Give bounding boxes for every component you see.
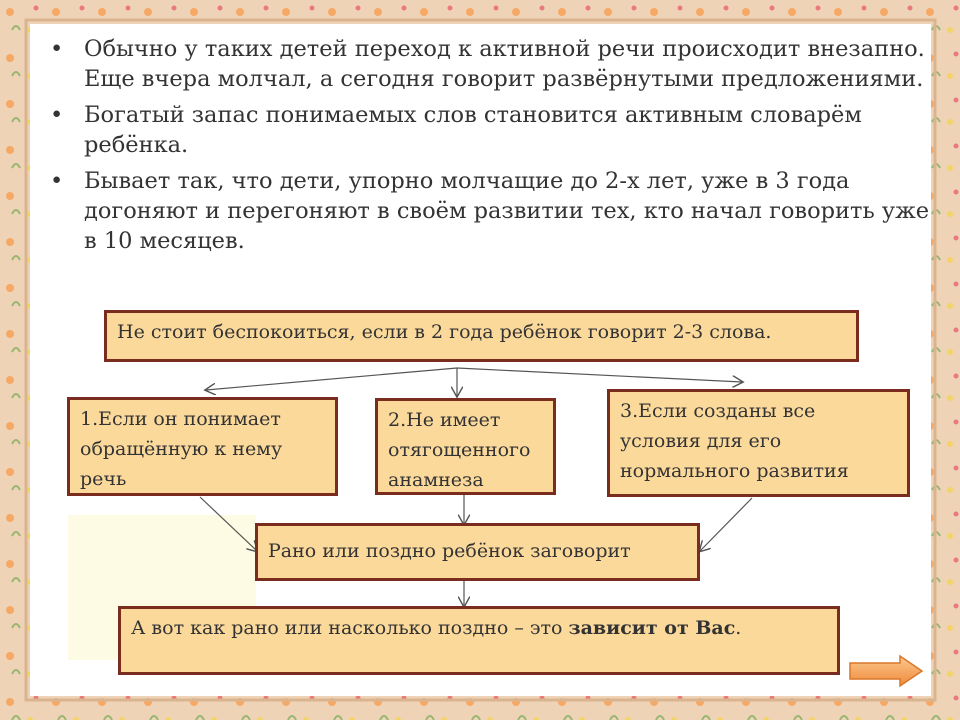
condition-2-box: 2.Не имеет отягощенного анамнеза [375, 398, 556, 495]
bullet-text: Богатый запас понимаемых слов становится… [84, 102, 862, 158]
final-text-bold: зависит от Вас [568, 617, 736, 639]
condition-3-text: 3.Если созданы все условия для его норма… [620, 400, 849, 482]
bullet-item: • Богатый запас понимаемых слов становитс… [40, 100, 930, 160]
bullet-list: • Обычно у таких детей переход к активной… [40, 34, 930, 262]
bullet-item: • Обычно у таких детей переход к активной… [40, 34, 930, 94]
condition-1-box: 1.Если он понимает обращённую к нему реч… [67, 397, 338, 496]
arrow-right-icon[interactable] [848, 654, 924, 688]
result-box: Рано или поздно ребёнок заговорит [255, 523, 700, 581]
top-statement-text: Не стоит беспокоиться, если в 2 года реб… [117, 321, 772, 343]
final-text-suffix: . [735, 617, 742, 639]
bullet-text: Обычно у таких детей переход к активной … [84, 36, 925, 92]
top-statement-box: Не стоит беспокоиться, если в 2 года реб… [104, 310, 859, 362]
bullet-dot-icon: • [50, 168, 64, 194]
final-text-prefix: А вот как рано или насколько поздно – эт… [131, 617, 569, 639]
final-box: А вот как рано или насколько поздно – эт… [118, 606, 840, 675]
bullet-item: • Бывает так, что дети, упорно молчащие д… [40, 166, 930, 256]
condition-3-box: 3.Если созданы все условия для его норма… [607, 389, 910, 497]
condition-2-text: 2.Не имеет отягощенного анамнеза [388, 409, 531, 491]
result-text: Рано или поздно ребёнок заговорит [268, 540, 631, 562]
bullet-text: Бывает так, что дети, упорно молчащие до… [84, 168, 930, 254]
condition-1-text: 1.Если он понимает обращённую к нему реч… [80, 408, 283, 490]
bullet-dot-icon: • [50, 102, 64, 128]
bullet-dot-icon: • [50, 36, 64, 62]
